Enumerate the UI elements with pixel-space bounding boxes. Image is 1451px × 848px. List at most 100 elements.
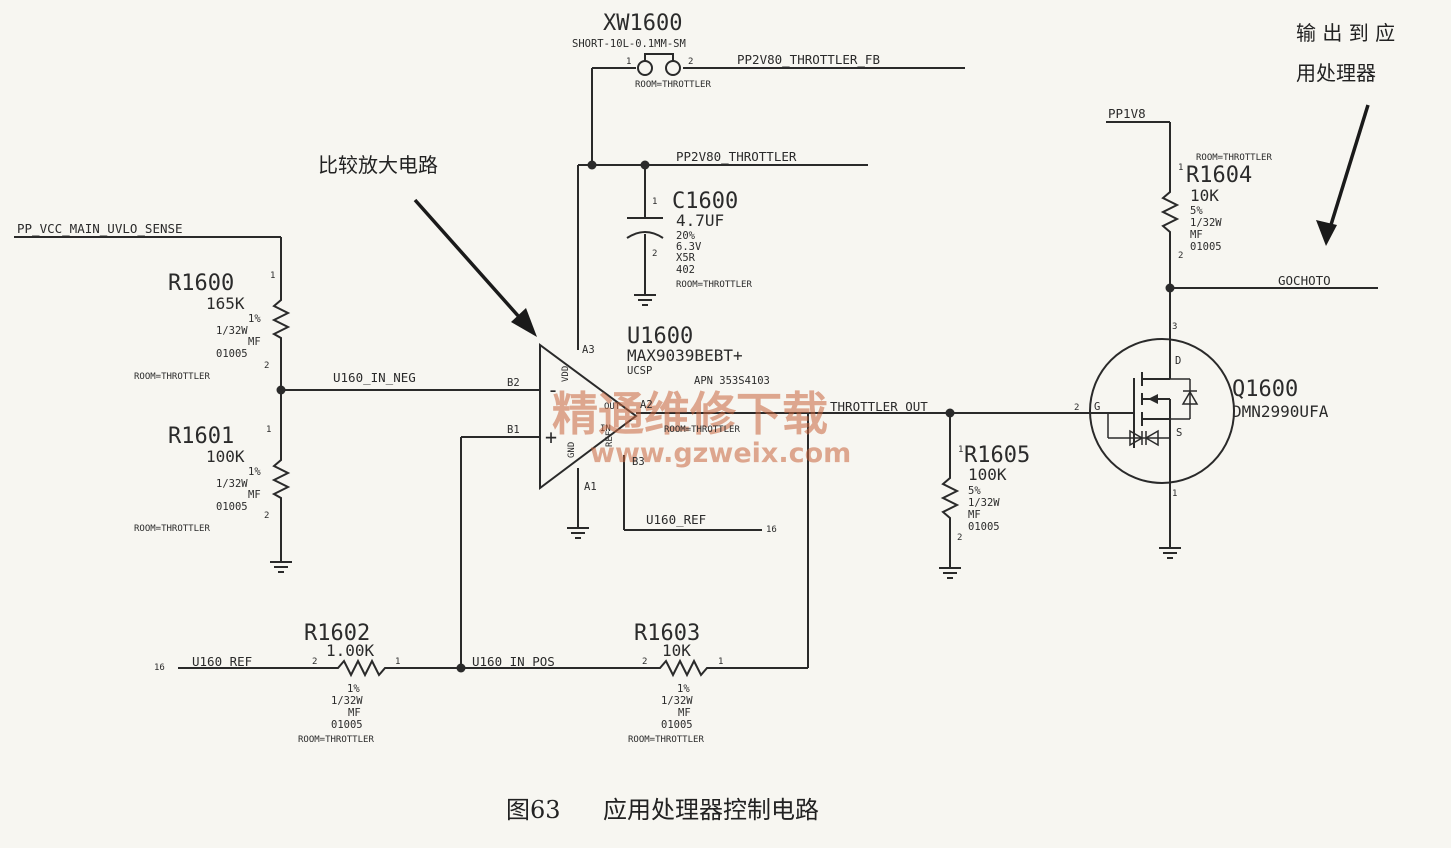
r1601-ref: R1601 (168, 424, 234, 449)
c1600-labels: C1600 4.7UF 20% 6.3V X5R 402 ROOM=THROTT… (652, 189, 752, 290)
r1603-type: MF (678, 707, 691, 719)
r1604-ref: R1604 (1186, 163, 1252, 188)
output-annotation-line1: 输 出 到 应 (1296, 21, 1395, 45)
r1601-tol: 1% (248, 466, 261, 478)
r1603-value: 10K (662, 641, 691, 660)
in-pin-label: IN (600, 424, 611, 434)
pin-number: 2 (688, 57, 693, 67)
ground-icon (939, 567, 961, 579)
r1605-tol: 5% (968, 485, 981, 497)
r1605-symbol (940, 468, 960, 525)
pin-number: A1 (584, 481, 597, 493)
u1600-package: UCSP (627, 365, 652, 377)
q1600-symbol (1088, 338, 1235, 484)
pin-number: 2 (312, 657, 317, 667)
r1601-symbol (271, 450, 291, 505)
pin-number: 1 (1172, 489, 1177, 499)
r1602-labels: R1602 1.00K 2 1 1% 1/32W MF 01005 ROOM=T… (298, 621, 400, 745)
r1600-ref: R1600 (168, 271, 234, 296)
r1601-power: 1/32W (216, 478, 248, 490)
c1600-value: 4.7UF (676, 211, 724, 230)
r1603-room: ROOM=THROTTLER (628, 735, 704, 745)
junction-dot (1165, 283, 1175, 293)
c1600-size: 402 (676, 264, 695, 276)
r1603-symbol (652, 658, 714, 678)
u1600-ref: U1600 (627, 324, 693, 349)
r1600-room: ROOM=THROTTLER (134, 372, 210, 382)
r1600-type: MF (248, 336, 261, 348)
r1601-room: ROOM=THROTTLER (134, 524, 210, 534)
annotation-arrows (413, 104, 1370, 337)
out-pin-label: OUT (604, 402, 621, 412)
net-gochoto-label: GOCHOTO (1278, 273, 1331, 288)
figure-caption: 图63 应用处理器控制电路 (506, 796, 819, 824)
pin-number: 2 (642, 657, 647, 667)
xw1600-symbol (637, 53, 681, 76)
pin-number: 2 (264, 361, 269, 371)
ground-symbols (270, 294, 1181, 579)
r1604-room: ROOM=THROTTLER (1196, 153, 1272, 163)
ground-icon (634, 294, 656, 306)
net-labels: PP_VCC_MAIN_UVLO_SENSE PP2V80_THROTTLER_… (17, 52, 1331, 673)
r1605-power: 1/32W (968, 497, 1000, 509)
ground-icon (1159, 547, 1181, 559)
r1602-value: 1.00K (326, 641, 375, 660)
r1604-size: 01005 (1190, 241, 1222, 253)
pin-number: B3 (632, 456, 645, 468)
u1600-part: MAX9039BEBT+ (627, 346, 743, 365)
caption-title: 应用处理器控制电路 (603, 796, 819, 824)
pin-number: 2 (264, 511, 269, 521)
net-ref-left-label: U160_REF (192, 654, 252, 669)
pin-number: 2 (652, 249, 657, 259)
u1600-labels: U1600 MAX9039BEBT+ UCSP APN 353S4103 ROO… (507, 324, 770, 493)
r1600-value: 165K (206, 294, 245, 313)
pin-number: 1 (652, 197, 657, 207)
r1604-power: 1/32W (1190, 217, 1222, 229)
u1600-symbol: - + VDD GND IN OUT REF (539, 343, 638, 490)
pin-number: A2 (640, 399, 653, 411)
r1603-ref: R1603 (634, 621, 700, 646)
r1600-size: 01005 (216, 348, 248, 360)
pin-number: 2 (1074, 403, 1079, 413)
r1603-labels: R1603 10K 2 1 1% 1/32W MF 01005 ROOM=THR… (628, 621, 723, 745)
c1600-diel: X5R (676, 252, 696, 264)
q1600-part: DMN2990UFA (1232, 402, 1329, 421)
u1600-room: ROOM=THROTTLER (664, 425, 740, 435)
xw1600-labels: XW1600 SHORT-10L-0.1MM-SM 1 2 ROOM=THROT… (572, 11, 711, 90)
r1601-labels: R1601 1 100K 1% 1/32W MF 01005 2 ROOM=TH… (134, 424, 271, 534)
junction-dot (456, 663, 466, 673)
pin-number: 1 (266, 425, 271, 435)
c1600-ref: C1600 (672, 189, 738, 214)
r1605-size: 01005 (968, 521, 1000, 533)
pin-number: 2 (1178, 251, 1183, 261)
r1603-tol: 1% (677, 683, 690, 695)
pin-number: 1 (1178, 163, 1183, 173)
xw1600-ref: XW1600 (603, 11, 682, 36)
pin-number: 1 (718, 657, 723, 667)
r1602-symbol (330, 658, 392, 678)
r1603-power: 1/32W (661, 695, 693, 707)
net-out-label: THROTTLER_OUT (830, 399, 928, 414)
junction-dot (276, 385, 286, 395)
r1602-ref: R1602 (304, 621, 370, 646)
r1604-type: MF (1190, 229, 1203, 241)
junction-dot (587, 160, 597, 170)
pin-number: B2 (507, 377, 520, 389)
r1600-tol: 1% (248, 313, 261, 325)
junction-dot (945, 408, 955, 418)
r1605-value: 100K (968, 465, 1007, 484)
comparator-annotation: 比较放大电路 (318, 153, 438, 177)
net-throttler-label: PP2V80_THROTTLER (676, 149, 797, 164)
ref-pin-label: REF (605, 431, 615, 447)
r1604-tol: 5% (1190, 205, 1203, 217)
caption-number: 图63 (506, 796, 561, 824)
c1600-volt: 6.3V (676, 241, 702, 253)
r1604-symbol (1160, 180, 1180, 240)
r1600-symbol (271, 290, 291, 345)
r1605-ref: R1605 (964, 443, 1030, 468)
watermark-text: 精通维修下载 (552, 387, 828, 441)
ground-icon (567, 527, 589, 539)
output-annotation-line2: 用处理器 (1296, 61, 1376, 85)
